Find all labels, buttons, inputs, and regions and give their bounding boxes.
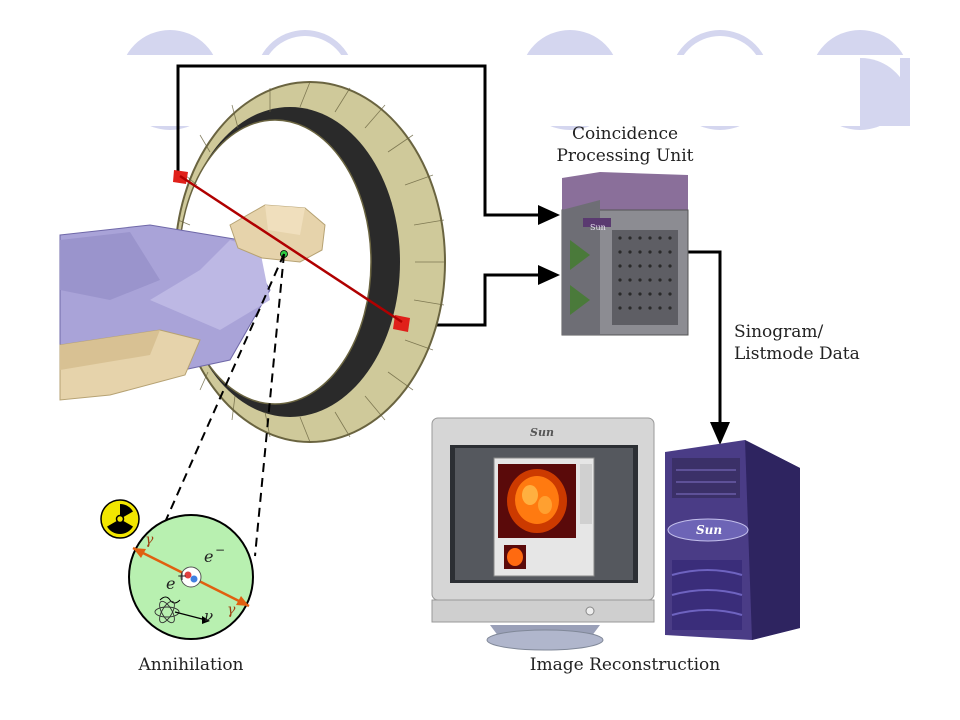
workstation-tower bbox=[665, 440, 800, 640]
monitor bbox=[431, 417, 655, 651]
sun-logo-tower: Sun bbox=[696, 523, 723, 537]
detector-ring bbox=[173, 81, 446, 443]
electron-symbol: e bbox=[204, 547, 214, 566]
zoom-lines bbox=[157, 253, 285, 557]
gamma-left-symbol: γ bbox=[145, 532, 154, 548]
coincidence-label-line1: Coincidence bbox=[571, 124, 679, 144]
sun-logo-cpu: Sun bbox=[590, 223, 606, 232]
line-of-response bbox=[179, 174, 403, 324]
signal-wires bbox=[176, 64, 722, 430]
arrow-to-cpu-top bbox=[538, 205, 560, 225]
image-reconstruction-label: Image Reconstruction bbox=[529, 655, 721, 675]
positron-symbol: e bbox=[166, 574, 176, 593]
arrow-to-cpu-bottom bbox=[538, 265, 560, 285]
electron-sign: − bbox=[215, 543, 226, 557]
coincidence-label-line2: Processing Unit bbox=[556, 146, 694, 166]
radiation-icon bbox=[100, 499, 140, 539]
annihilation-label: Annihilation bbox=[138, 655, 244, 675]
sinogram-label-line1: Sinogram/ bbox=[734, 322, 824, 342]
annihilation-circle bbox=[128, 514, 254, 640]
gamma-right-symbol: γ bbox=[227, 602, 236, 618]
neutrino-symbol: ν bbox=[204, 607, 214, 625]
sun-logo-monitor: Sun bbox=[530, 426, 554, 439]
positron-sign: + bbox=[177, 569, 188, 583]
arrow-to-workstation bbox=[710, 422, 730, 445]
coincidence-processing-unit bbox=[561, 172, 689, 336]
patient bbox=[59, 204, 326, 401]
sinogram-label-line2: Listmode Data bbox=[734, 344, 860, 364]
